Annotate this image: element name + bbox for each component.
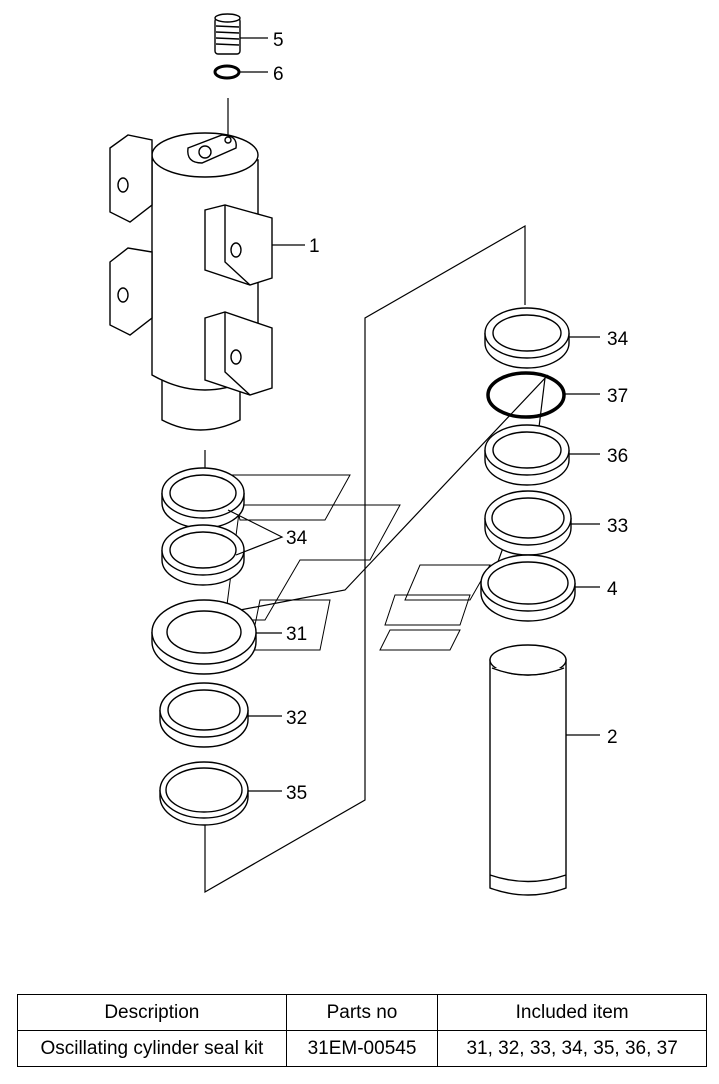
callout-34-right: 34 bbox=[607, 329, 629, 350]
header-included-item: Included item bbox=[437, 994, 707, 1031]
part-4-ring bbox=[480, 554, 576, 622]
callout-2: 2 bbox=[607, 727, 618, 748]
callout-6: 6 bbox=[273, 64, 284, 85]
part-6-o-ring bbox=[213, 64, 241, 80]
callout-5: 5 bbox=[273, 30, 284, 51]
part-5-plug-screw bbox=[214, 13, 241, 55]
leader-34-left bbox=[227, 509, 284, 556]
cell-included-item: 31, 32, 33, 34, 35, 36, 37 bbox=[437, 1030, 707, 1067]
cell-description: Oscillating cylinder seal kit bbox=[17, 1030, 287, 1067]
callout-31: 31 bbox=[286, 624, 307, 645]
header-description: Description bbox=[17, 994, 287, 1031]
table-header-row: Description Parts no Included item bbox=[17, 994, 707, 1031]
callout-33: 33 bbox=[607, 516, 628, 537]
table-row: Oscillating cylinder seal kit 31EM-00545… bbox=[17, 1030, 707, 1067]
part-35-ring bbox=[159, 761, 249, 826]
part-1-cylinder-body bbox=[109, 132, 273, 431]
part-31-ring bbox=[151, 599, 257, 675]
exploded-parts-diagram: 5 6 1 34 37 36 33 4 2 34 31 32 35 bbox=[109, 13, 629, 896]
part-37-o-ring bbox=[486, 371, 566, 419]
assembly-line bbox=[204, 224, 526, 894]
watermark-logo bbox=[224, 474, 491, 651]
callout-35: 35 bbox=[286, 783, 307, 804]
callout-1: 1 bbox=[309, 236, 320, 257]
cell-parts-no: 31EM-00545 bbox=[285, 1030, 439, 1067]
callout-34-left: 34 bbox=[286, 528, 308, 549]
part-36-ring bbox=[484, 424, 570, 486]
part-34-ring-right bbox=[484, 307, 570, 369]
part-34-ring-lower bbox=[161, 524, 245, 586]
header-parts-no: Parts no bbox=[285, 994, 439, 1031]
part-34-ring-upper bbox=[161, 467, 245, 529]
part-2-pin bbox=[489, 644, 567, 896]
callout-37: 37 bbox=[607, 386, 628, 407]
callout-4: 4 bbox=[607, 579, 618, 600]
callout-36: 36 bbox=[607, 446, 628, 467]
part-32-ring bbox=[159, 682, 249, 748]
seal-kit-table: Description Parts no Included item Oscil… bbox=[17, 994, 707, 1067]
part-33-ring bbox=[484, 490, 572, 556]
assembly-line-cross bbox=[239, 374, 549, 611]
callout-32: 32 bbox=[286, 708, 307, 729]
